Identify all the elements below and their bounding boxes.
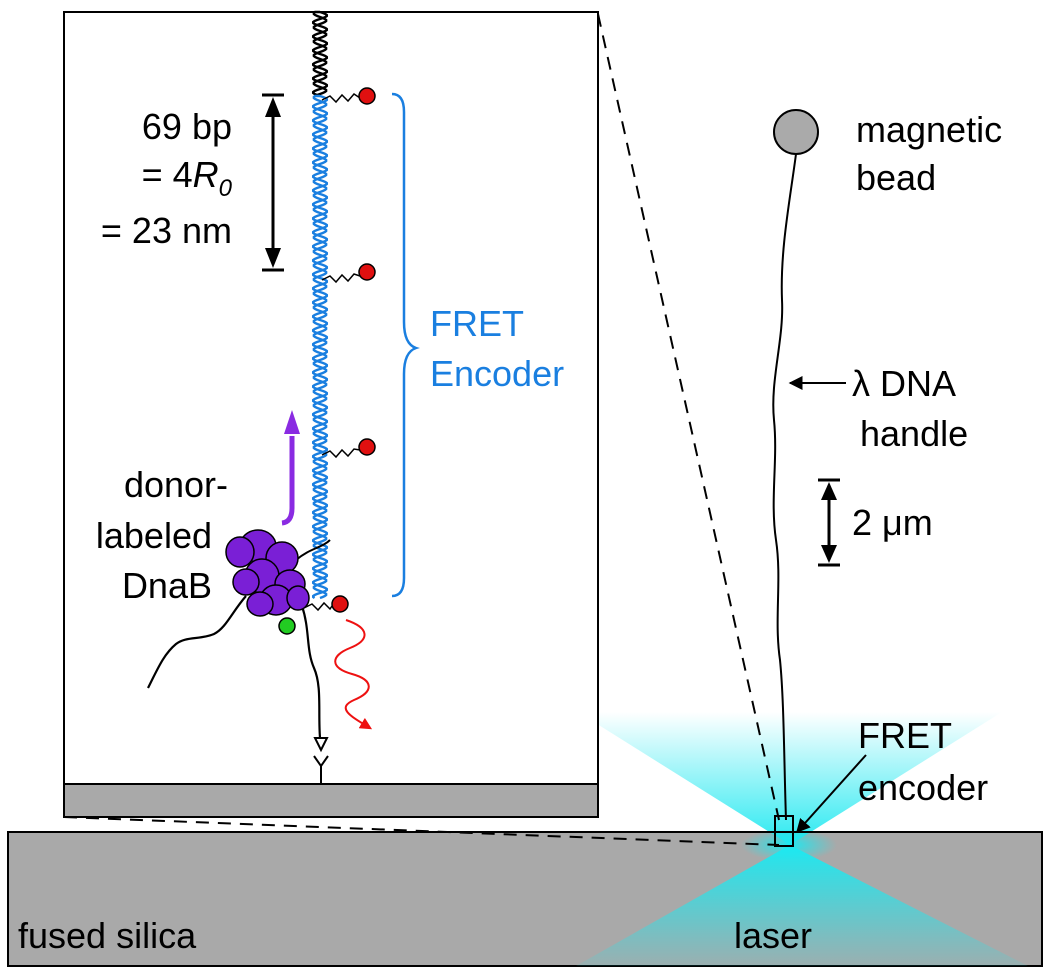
projection-line-bottom xyxy=(63,816,780,846)
encoder-label-line2: encoder xyxy=(858,767,988,808)
donor-label-line3: DnaB xyxy=(122,565,212,606)
fret-encoder-box xyxy=(774,815,794,847)
fluorescence-emission xyxy=(334,619,373,730)
acceptor-dye-4 xyxy=(303,595,349,613)
substrate-label: fused silica xyxy=(18,915,197,956)
lambda-dna-tether xyxy=(772,153,797,821)
micron-scale-bar xyxy=(818,478,840,567)
acceptor-dye-1 xyxy=(321,87,376,105)
encoder-label-line1: FRET xyxy=(858,715,952,756)
laser-beam-lower xyxy=(576,845,1028,966)
bead-label-line1: magnetic xyxy=(856,109,1002,150)
length-label-bp: 69 bp xyxy=(142,106,232,147)
surface-anchor xyxy=(313,737,329,784)
fret-encoder-helix xyxy=(311,94,329,600)
donor-dye xyxy=(278,617,296,635)
fret-encoder-brace xyxy=(391,92,420,598)
handle-label-line2: handle xyxy=(860,413,968,454)
length-scale-bar xyxy=(262,93,284,272)
length-label-r0: = 4R0 xyxy=(142,154,233,202)
laser-label: laser xyxy=(734,915,812,956)
inset-surface xyxy=(63,783,599,818)
fret-encoder-label-line1: FRET xyxy=(430,303,524,344)
ssdna-tail-right xyxy=(300,605,322,739)
fret-encoder-label-line2: Encoder xyxy=(430,353,564,394)
handle-label-line1: λ DNA xyxy=(852,363,956,404)
length-label-nm: = 23 nm xyxy=(101,210,232,251)
donor-label-line2: labeled xyxy=(96,515,212,556)
encoder-pointer xyxy=(796,754,867,834)
acceptor-dye-2 xyxy=(321,263,376,284)
inset-panel xyxy=(63,11,599,818)
magnetic-bead xyxy=(773,109,819,155)
laser-beam-upper xyxy=(578,712,1002,845)
ssdna-tail-left xyxy=(147,595,247,689)
projection-line-top xyxy=(597,13,780,821)
donor-label-line1: donor- xyxy=(124,464,228,505)
bead-label-line2: bead xyxy=(856,157,936,198)
acceptor-dye-3 xyxy=(321,438,376,459)
dna-helix-top xyxy=(311,10,329,98)
translocation-arrow xyxy=(281,410,300,526)
scale-label: 2 μm xyxy=(852,502,933,543)
dnab-helicase xyxy=(225,529,331,617)
